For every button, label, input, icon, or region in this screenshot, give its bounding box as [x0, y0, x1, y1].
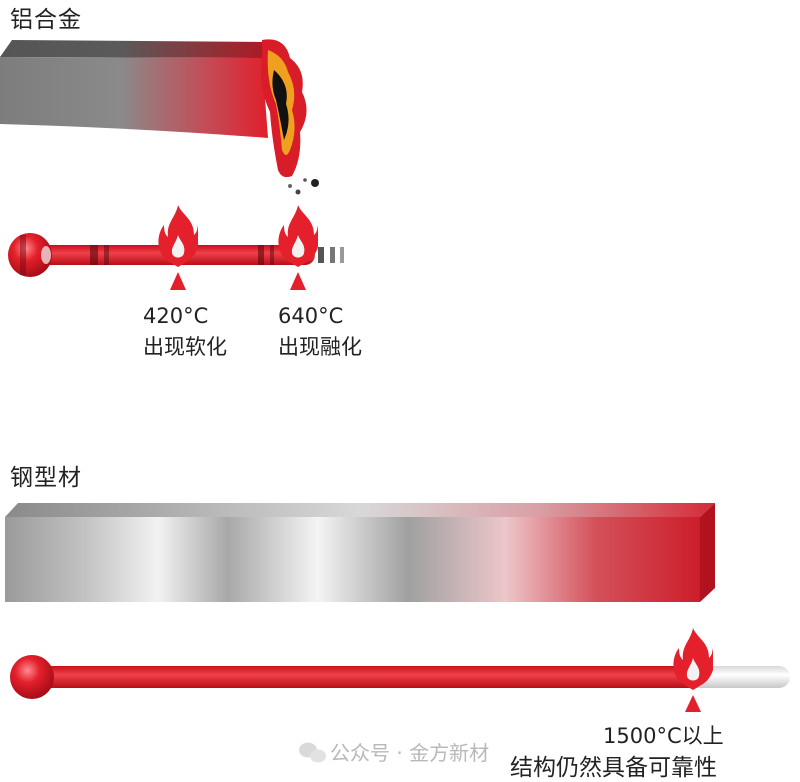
aluminum-bar [0, 40, 270, 138]
aluminum-title: 铝合金 [10, 7, 82, 33]
steel-bar [5, 503, 715, 602]
marker-triangle-icon [290, 272, 306, 290]
wechat-icon [299, 742, 326, 763]
marker-triangle-icon [170, 272, 186, 290]
aluminum-marker-temp: 420°C [143, 304, 209, 328]
thermometer-bulb [8, 233, 52, 277]
steel-marker-temp: 1500°C以上 [603, 724, 724, 748]
thermometer-bulb [10, 655, 54, 699]
steel-thermometer [10, 655, 790, 699]
steel-title: 钢型材 [10, 465, 82, 491]
thermometer-fill [32, 666, 697, 688]
steel-marker-desc: 结构仍然具备可靠性 [510, 755, 717, 781]
watermark: 公众号 · 金方新材 [330, 741, 490, 765]
melting-effect [261, 39, 319, 195]
aluminum-marker-desc: 出现软化 [143, 335, 227, 359]
marker-triangle-icon [685, 695, 701, 712]
aluminum-marker-desc: 出现融化 [278, 335, 362, 359]
aluminum-marker-temp: 640°C [278, 304, 344, 328]
